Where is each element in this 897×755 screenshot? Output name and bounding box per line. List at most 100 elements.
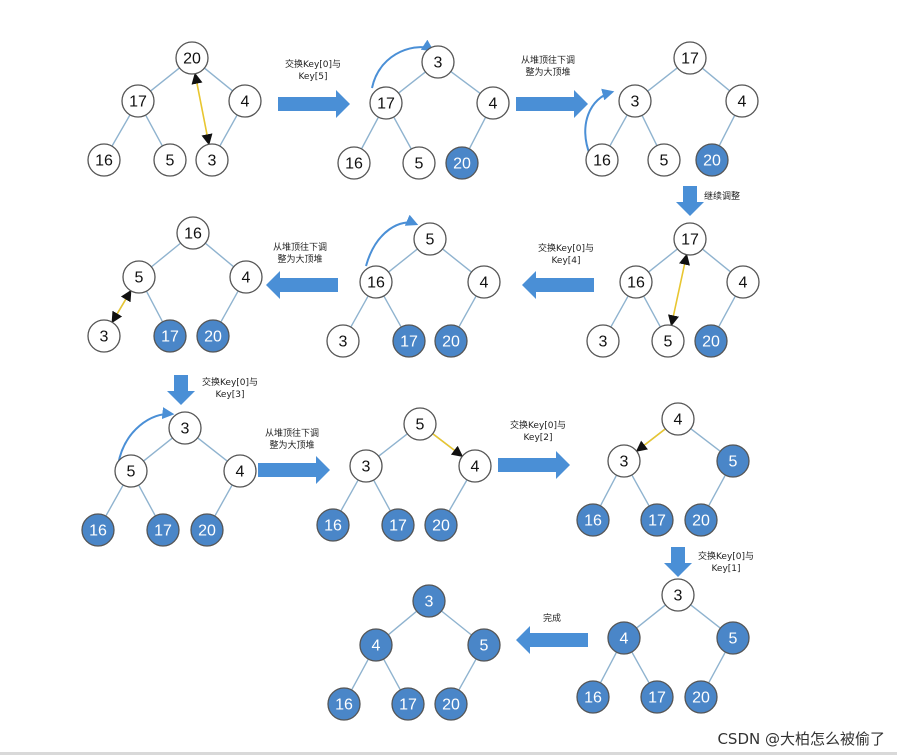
tree-8-node-5-value: 20 xyxy=(432,518,450,535)
step-arrow-1 xyxy=(278,90,350,118)
tree-1-node-0: 20 xyxy=(175,41,209,75)
tree-2-node-4-circle xyxy=(402,146,436,180)
swap-indicator-5 xyxy=(635,428,666,452)
tree-8-edge-1 xyxy=(378,433,408,457)
tree-10-node-3-circle xyxy=(576,680,610,714)
step-label-6-line-1: 交换Key[0]与 xyxy=(202,376,258,388)
tree-9-node-2-value: 5 xyxy=(729,454,738,471)
tree-1-node-1-value: 17 xyxy=(129,94,147,111)
tree-1-node-2: 4 xyxy=(228,84,262,118)
tree-5-node-2-circle xyxy=(467,265,501,299)
tree-6-node-5: 20 xyxy=(196,319,230,353)
tree-10-node-0: 3 xyxy=(661,578,695,612)
tree-2-node-0: 3 xyxy=(421,45,455,79)
tree-8-node-2-circle xyxy=(458,449,492,483)
tree-6-node-2-circle xyxy=(229,260,263,294)
tree-7-node-2-value: 4 xyxy=(236,464,245,481)
swap-indicator-1 xyxy=(191,72,213,146)
tree-5-node-4: 17 xyxy=(392,324,426,358)
tree-4-node-5-circle xyxy=(694,324,728,358)
tree-3-node-5: 20 xyxy=(695,143,729,177)
tree-1-node-4: 5 xyxy=(153,143,187,177)
tree-10-node-3: 16 xyxy=(576,680,610,714)
tree-8-edge-5 xyxy=(448,479,468,512)
tree-7-node-4-circle xyxy=(146,513,180,547)
tree-8-node-2: 4 xyxy=(458,449,492,483)
tree-5-node-3-value: 3 xyxy=(339,334,348,351)
tree-1-edge-1 xyxy=(150,67,180,92)
tree-3-node-0: 17 xyxy=(673,41,707,75)
tree-4-edge-3 xyxy=(610,295,629,328)
bottom-divider xyxy=(0,752,897,755)
tree-11-node-5-circle xyxy=(434,687,468,721)
tree-6-edge-4 xyxy=(145,290,164,323)
tree-10-edge-3 xyxy=(599,651,618,684)
tree-7-node-1: 5 xyxy=(114,454,148,488)
tree-5-node-1-circle xyxy=(359,265,393,299)
tree-4-node-4-value: 5 xyxy=(664,334,673,351)
tree-8-node-3-circle xyxy=(316,508,350,542)
tree-5-node-0-circle xyxy=(413,222,447,256)
step-label-4-line-2: Key[4] xyxy=(551,256,580,266)
tree-8-node-1-value: 3 xyxy=(362,459,371,476)
tree-5-edge-5 xyxy=(458,295,477,328)
tree-6-edge-2 xyxy=(204,242,235,268)
tree-6-node-3: 3 xyxy=(87,319,121,353)
tree-4-node-5-value: 20 xyxy=(702,334,720,351)
tree-7-edge-1 xyxy=(143,437,173,462)
tree-9-node-1-circle xyxy=(607,444,641,478)
tree-1-node-5-circle xyxy=(195,143,229,177)
tree-7-node-3-value: 16 xyxy=(89,523,107,540)
tree-2-node-0-value: 3 xyxy=(434,55,443,72)
step-arrow-9 xyxy=(664,547,692,577)
tree-3-node-2-circle xyxy=(725,84,759,118)
step-label-1-line-2: Key[5] xyxy=(298,72,327,82)
tree-1-edge-4 xyxy=(145,114,163,147)
tree-7-node-1-value: 5 xyxy=(127,464,136,481)
tree-1-node-3: 16 xyxy=(87,143,121,177)
tree-5-node-5: 20 xyxy=(434,324,468,358)
tree-4-node-3: 3 xyxy=(586,324,620,358)
tree-6-edge-5 xyxy=(220,290,239,323)
step-arrow-10 xyxy=(516,626,588,654)
tree-6-edge-1 xyxy=(150,242,182,268)
tree-1-node-5: 3 xyxy=(195,143,229,177)
tree-10-node-0-value: 3 xyxy=(674,588,683,605)
curved-swap-arrow-2 xyxy=(584,88,615,156)
tree-3-node-2-value: 4 xyxy=(738,94,747,111)
tree-9-node-1: 3 xyxy=(607,444,641,478)
tree-11-edge-2 xyxy=(441,610,472,636)
step-label-5-line-1: 从堆顶往下调 xyxy=(273,241,327,253)
tree-9-node-5: 20 xyxy=(684,503,718,537)
step-label-10-line-1: 完成 xyxy=(543,612,561,624)
tree-8-node-0-circle xyxy=(403,407,437,441)
step-label-5-line-2: 整为大顶堆 xyxy=(277,253,322,265)
tree-11-node-3-value: 16 xyxy=(335,697,353,714)
tree-3-edge-5 xyxy=(718,114,736,147)
tree-4-edge-4 xyxy=(643,295,661,328)
tree-2-node-3-value: 16 xyxy=(345,156,363,173)
tree-7-node-2: 4 xyxy=(223,454,257,488)
tree-6-node-3-value: 3 xyxy=(100,329,109,346)
curved-swap-arrow-4 xyxy=(117,407,175,466)
step-label-1-line-1: 交换Key[0]与 xyxy=(285,58,341,70)
swap-indicator-2 xyxy=(668,253,690,327)
tree-4-node-1-circle xyxy=(619,265,653,299)
tree-7-node-1-circle xyxy=(114,454,148,488)
tree-2-node-4: 5 xyxy=(402,146,436,180)
tree-7-node-3: 16 xyxy=(81,513,115,547)
tree-2-node-1-circle xyxy=(369,86,403,120)
watermark: CSDN @大柏怎么被偷了 xyxy=(717,730,885,748)
tree-3-edge-1 xyxy=(647,67,678,92)
tree-11-node-1-circle xyxy=(359,628,393,662)
tree-2-node-2-circle xyxy=(476,86,510,120)
tree-6-node-2: 4 xyxy=(229,260,263,294)
tree-6-node-5-value: 20 xyxy=(204,329,222,346)
tree-9-node-5-value: 20 xyxy=(692,513,710,530)
tree-3-edge-4 xyxy=(641,115,658,146)
tree-7-node-5: 20 xyxy=(190,513,224,547)
tree-2-edge-1 xyxy=(398,71,426,94)
tree-11-node-2-circle xyxy=(467,628,501,662)
